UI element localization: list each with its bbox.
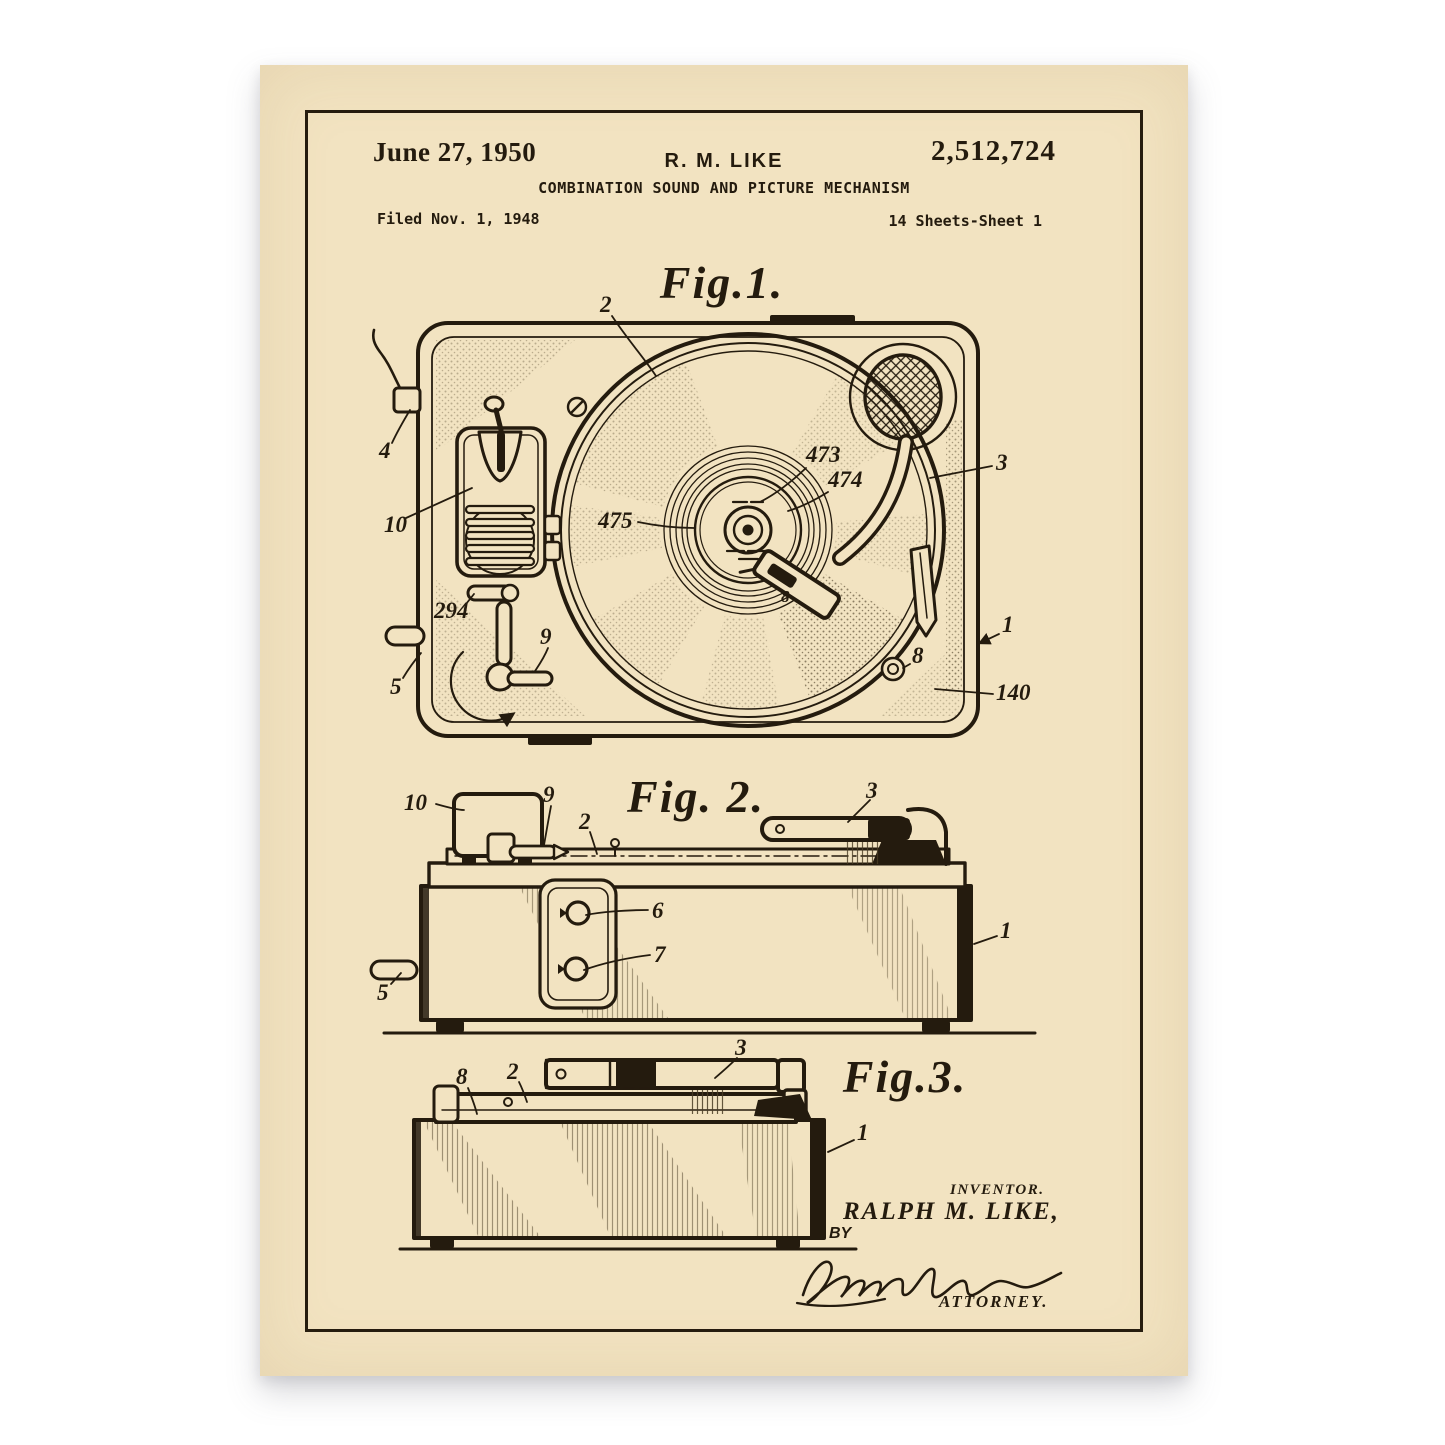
inventor-name: RALPH M. LIKE, xyxy=(843,1198,1060,1226)
by-label: BY xyxy=(829,1225,851,1243)
fig2-shaft xyxy=(371,961,417,979)
patent-number: 2,512,724 xyxy=(931,135,1056,168)
ref-numeral: 2 xyxy=(578,809,591,834)
ref-numeral: 8 xyxy=(781,587,790,606)
fig1-grommet xyxy=(882,658,904,680)
ref-numeral: 3 xyxy=(865,778,878,803)
ref-numeral: 8 xyxy=(456,1064,468,1089)
ref-numeral: 4 xyxy=(378,438,391,463)
ref-numeral: 5 xyxy=(377,980,389,1005)
attorney-caption: ATTORNEY. xyxy=(939,1292,1048,1312)
fig2-cabinet xyxy=(384,886,1035,1033)
patent-poster: June 27, 1950 R. M. LIKE 2,512,724 COMBI… xyxy=(260,65,1188,1376)
ref-numeral: 3 xyxy=(734,1035,747,1060)
ref-numeral: 140 xyxy=(996,680,1031,705)
fig1-shaft xyxy=(386,627,424,645)
figure-2-drawing: Fig. 2. xyxy=(365,755,1055,1045)
sheet-info: 14 Sheets-Sheet 1 xyxy=(888,212,1042,230)
ref-numeral: 1 xyxy=(857,1120,869,1145)
invention-title: COMBINATION SOUND AND PICTURE MECHANISM xyxy=(260,179,1188,197)
figure-2-title: Fig. 2. xyxy=(626,771,765,822)
figure-3-drawing: Fig.3. xyxy=(390,1030,975,1265)
fig3-platter xyxy=(434,1086,796,1122)
fig3-cabinet xyxy=(400,1120,856,1249)
figure-1-drawing: Fig.1. xyxy=(370,250,1050,750)
fig1-plug xyxy=(394,388,420,412)
ref-numeral: 2 xyxy=(599,292,612,317)
ref-numeral: 474 xyxy=(827,467,863,492)
ref-numeral: 473 xyxy=(805,442,841,467)
ref-numeral: 1 xyxy=(1000,918,1012,943)
filed-date: Filed Nov. 1, 1948 xyxy=(377,210,540,228)
figure-3-title: Fig.3. xyxy=(842,1051,967,1102)
ref-numeral: 8 xyxy=(912,643,924,668)
ref-numeral: 5 xyxy=(390,674,402,699)
ref-numeral: 10 xyxy=(404,790,428,815)
ref-numeral: 3 xyxy=(995,450,1008,475)
ref-numeral: 7 xyxy=(654,942,667,967)
figure-1-title: Fig.1. xyxy=(659,257,784,308)
ref-numeral: 1 xyxy=(1002,612,1014,637)
ref-numeral: 6 xyxy=(652,898,664,923)
ref-numeral: 10 xyxy=(384,512,408,537)
ref-numeral: 475 xyxy=(597,508,633,533)
inventor-caption: INVENTOR. xyxy=(950,1182,1045,1199)
ref-numeral: 294 xyxy=(433,598,469,623)
ref-numeral: 2 xyxy=(506,1059,519,1084)
ref-numeral: 9 xyxy=(540,624,552,649)
ref-numeral: 9 xyxy=(543,782,555,807)
